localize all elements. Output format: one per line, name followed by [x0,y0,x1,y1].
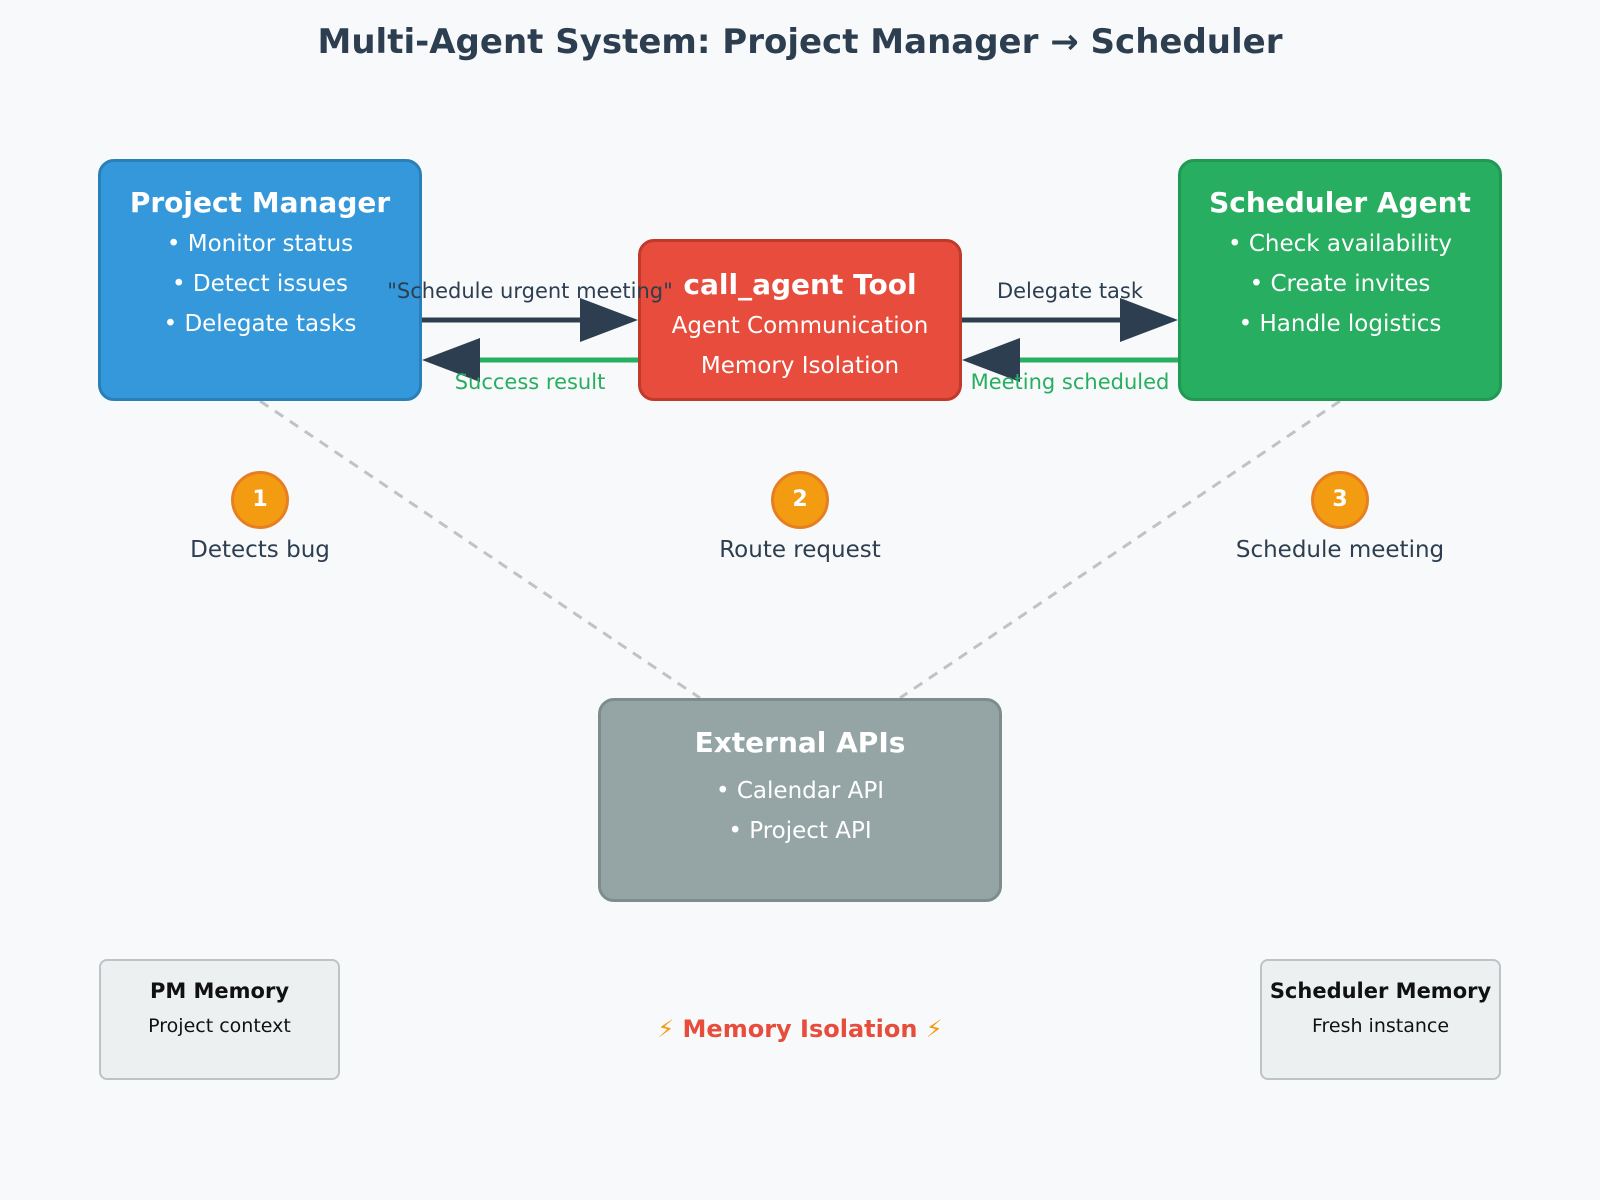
call-agent-tool-node: call_agent Tool Agent Communication Memo… [638,239,962,401]
step-2-badge: 2 [771,471,829,529]
project-manager-item: • Delegate tasks [163,311,357,337]
external-apis-item: • Project API [728,818,872,844]
step-1-label: Detects bug [190,537,330,563]
scheduler-agent-item: • Create invites [1249,271,1431,297]
edge-label-scheduler-to-tool: Meeting scheduled [970,370,1170,394]
step-3-badge: 3 [1311,471,1369,529]
scheduler-memory-title: Scheduler Memory [1269,979,1492,1003]
pm-memory-box: PM Memory Project context [99,959,340,1080]
lightning-icon: ⚡ [657,1015,675,1043]
arrow-tool-to-pm-head [422,338,480,382]
step-1-badge: 1 [231,471,289,529]
arrow-scheduler-to-tool-head [962,338,1020,382]
scheduler-agent-title: Scheduler Agent [1209,186,1471,219]
scheduler-agent-node: Scheduler Agent • Check availability • C… [1178,159,1502,401]
step-2-label: Route request [719,537,881,563]
lightning-icon: ⚡ [925,1015,943,1043]
project-manager-item: • Monitor status [166,231,354,257]
scheduler-agent-item: • Check availability [1227,231,1452,257]
call-agent-tool-title: call_agent Tool [683,268,917,301]
project-manager-item: • Detect issues [172,271,348,297]
arrow-tool-to-scheduler-head [1120,298,1178,342]
scheduler-memory-subtitle: Fresh instance [1311,1015,1450,1037]
scheduler-agent-item: • Handle logistics [1238,311,1442,337]
edge-label-pm-to-tool: "Schedule urgent meeting" [387,279,673,303]
call-agent-tool-item: Agent Communication [671,313,929,339]
scheduler-memory-box: Scheduler Memory Fresh instance [1260,959,1501,1080]
external-apis-node: External APIs • Calendar API • Project A… [598,698,1002,902]
diagram-title: Multi-Agent System: Project Manager → Sc… [317,22,1283,62]
arrow-pm-to-tool-head [580,298,638,342]
project-manager-node: Project Manager • Monitor status • Detec… [98,159,422,401]
step-3-label: Schedule meeting [1235,537,1445,563]
memory-isolation-text: Memory Isolation [682,1015,918,1043]
edge-label-tool-to-pm: Success result [454,370,606,394]
external-apis-item: • Calendar API [716,778,884,804]
pm-memory-subtitle: Project context [148,1015,291,1037]
project-manager-title: Project Manager [129,186,391,219]
memory-isolation-label: ⚡ Memory Isolation ⚡ [600,1015,1000,1043]
edge-label-tool-to-scheduler: Delegate task [996,279,1144,303]
external-apis-title: External APIs [694,726,906,759]
pm-memory-title: PM Memory [149,979,290,1003]
call-agent-tool-item: Memory Isolation [700,353,900,379]
